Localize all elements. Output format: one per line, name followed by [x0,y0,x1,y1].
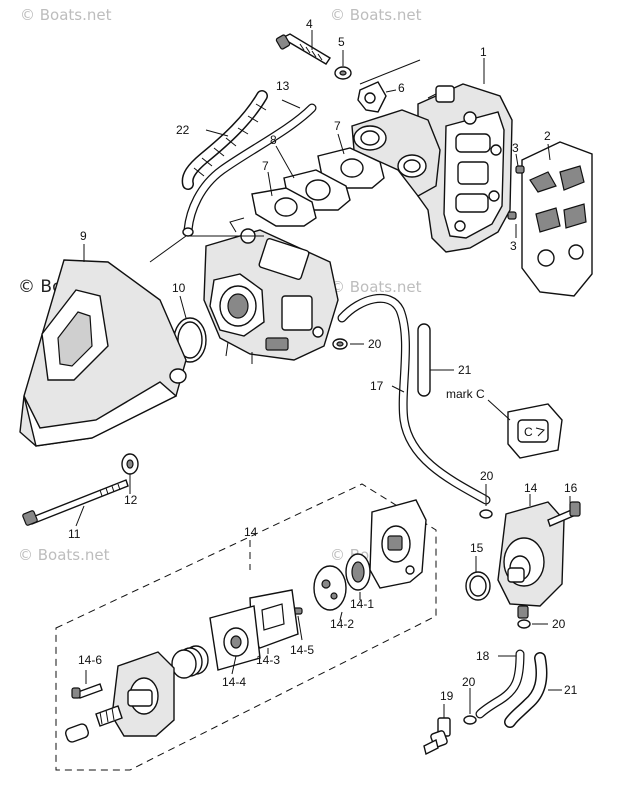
watermark: © Boats.net [330,278,422,296]
callout-8: 8 [270,133,277,147]
callout-9: 9 [80,229,87,243]
spring-14-spring [171,645,209,679]
valve-14-2 [313,565,347,611]
fuel-hose-17 [337,294,491,505]
callout-20: 20 [552,617,566,631]
o-ring-15 [465,571,491,601]
pump-cover-14-top [369,499,427,589]
callout-7: 7 [262,159,269,173]
hose-21-lower [504,652,548,728]
callout-4: 4 [306,17,313,31]
callout-3: 3 [510,239,517,253]
callout-14-2: 14-2 [330,617,354,631]
callout-14-6: 14-6 [78,653,102,667]
gasket-14-3 [249,589,299,649]
carburetor [203,217,339,364]
callout-22: 22 [176,123,190,137]
callout-17: 17 [370,379,384,393]
screw-14-6 [71,683,103,699]
callout-1: 1 [480,45,487,59]
callout-14-4: 14-4 [222,675,246,689]
callout-14: 14 [524,481,538,495]
clip-20-upper [332,338,348,350]
diaphragm-14-1 [345,553,371,591]
gasket-7-lower [251,187,317,227]
callout-16: 16 [564,481,578,495]
clip-20-right [517,619,531,629]
hose-21-upper [417,323,431,397]
washer-12 [121,453,139,475]
screw-set-3 [507,165,525,220]
callout-5: 5 [338,35,345,49]
hose-13 [182,103,317,237]
watermark: © Boats.net [18,546,110,564]
intake-silencer-9 [19,259,187,447]
fuel-pump-assembly [497,501,565,619]
hose-18 [475,649,525,719]
bolt-4 [275,33,331,65]
callout-13: 13 [276,79,290,93]
callout-18: 18 [476,649,490,663]
fuel-pump-breakdown-box [55,483,437,771]
screw-16 [547,501,581,527]
mark-c-symbol: C [524,425,533,439]
callout-6: 6 [398,81,405,95]
long-bolt-11 [22,479,129,526]
callout-11: 11 [68,527,81,541]
callout-14-1: 14-1 [350,597,374,611]
watermark: © Boats.net [330,6,422,24]
spring-and-plunger [64,705,123,743]
callout-20: 20 [462,675,476,689]
diaphragm-14-4 [209,605,261,671]
callout-2: 2 [544,129,551,143]
mark-c-detail: C [507,403,563,459]
mark-c-label: mark C [446,387,485,401]
callout-21: 21 [458,363,472,377]
pump-body-14 [111,651,175,737]
intake-manifold [351,83,513,253]
callout-3: 3 [512,141,519,155]
washer-5 [334,66,352,80]
callout-15: 15 [470,541,484,555]
callout-labels: 4 5 6 1 2 3 3 7 8 7 13 22 9 10 20 21 17 … [68,17,578,703]
manifold-gasket [521,141,593,297]
clip-20-mid [479,509,493,519]
callout-20: 20 [368,337,382,351]
callout-21: 21 [564,683,578,697]
leader-lines [75,30,571,714]
callout-20: 20 [480,469,494,483]
callout-12: 12 [124,493,138,507]
clip-20-lower [463,715,477,725]
connector-19 [423,704,451,756]
callout-14: 14 [244,525,258,539]
callout-14-5: 14-5 [290,643,314,657]
callout-10: 10 [172,281,186,295]
callout-14-3: 14-3 [256,653,280,667]
hose-clamp-6 [357,81,387,113]
callout-19: 19 [440,689,454,703]
spiral-sleeve-22 [181,90,268,190]
watermark: © Boats.net [20,6,112,24]
callout-7: 7 [334,119,341,133]
